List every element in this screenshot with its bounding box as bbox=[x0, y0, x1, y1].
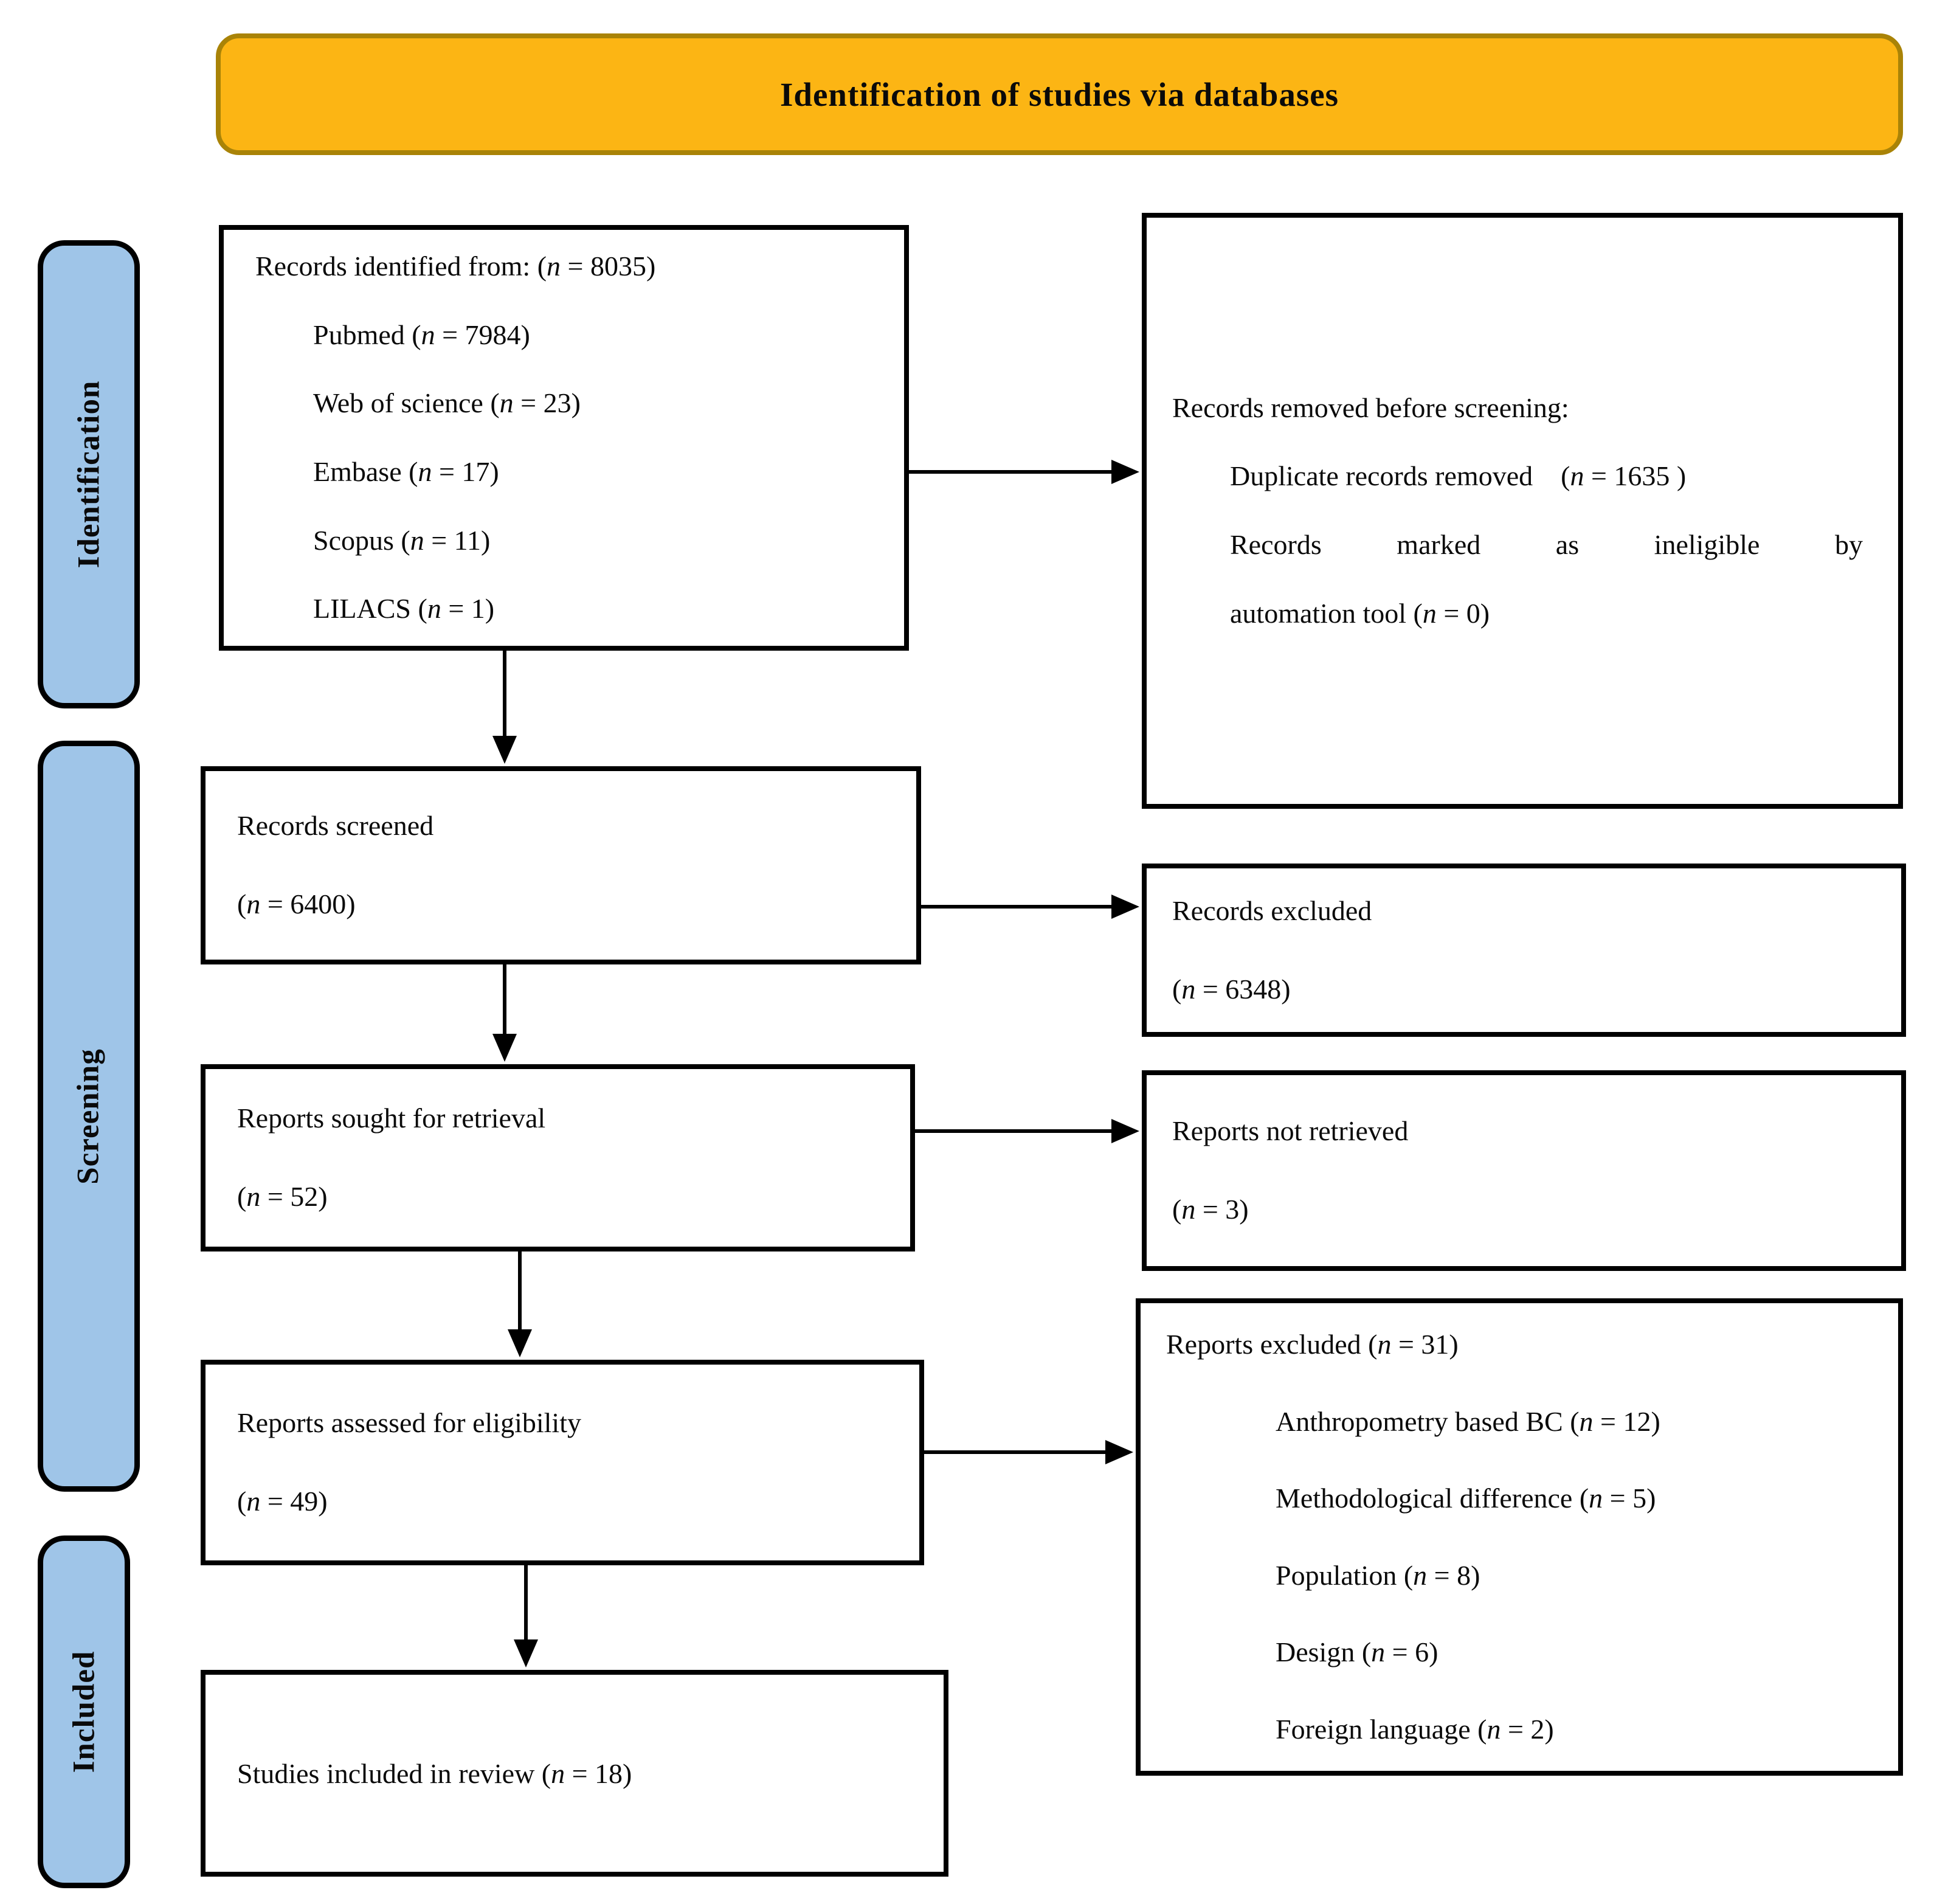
arrow-screened-to-sought bbox=[492, 964, 517, 1062]
stage-identification-label: Identification bbox=[72, 380, 106, 569]
duplicate-records-removed: Duplicate records removed (n = 1635 ) bbox=[1230, 460, 1687, 492]
box-records-removed-before-screening: Records removed before screening: Duplic… bbox=[1142, 213, 1903, 809]
box-reports-excluded: Reports excluded (n = 31) Anthropometry … bbox=[1136, 1298, 1903, 1776]
reports-sought-count: (n = 52) bbox=[237, 1181, 328, 1212]
records-screened-label: Records screened bbox=[237, 810, 434, 842]
arrow-shaft bbox=[503, 964, 506, 1036]
source-lilacs: LILACS (n = 1) bbox=[313, 593, 495, 625]
arrow-sought-to-assessed bbox=[508, 1251, 532, 1357]
source-web-of-science: Web of science (n = 23) bbox=[313, 387, 581, 419]
records-marked-ineligible-line1: Records marked as ineligible by bbox=[1230, 529, 1863, 560]
reports-not-retrieved-count: (n = 3) bbox=[1172, 1194, 1249, 1225]
box-records-screened: Records screened (n = 6400) bbox=[201, 766, 921, 964]
source-embase: Embase (n = 17) bbox=[313, 456, 499, 487]
arrow-head-right-icon bbox=[1105, 1440, 1133, 1464]
arrow-head-down-icon bbox=[492, 1034, 517, 1062]
arrow-shaft bbox=[924, 1450, 1108, 1454]
box-reports-sought: Reports sought for retrieval (n = 52) bbox=[201, 1064, 915, 1251]
stage-screening-label: Screening bbox=[72, 1048, 106, 1185]
arrow-head-right-icon bbox=[1111, 460, 1139, 484]
banner-title: Identification of studies via databases bbox=[779, 75, 1339, 113]
arrow-shaft bbox=[915, 1129, 1114, 1133]
arrow-shaft bbox=[909, 470, 1114, 474]
reports-assessed-label: Reports assessed for eligibility bbox=[237, 1407, 581, 1439]
records-excluded-count: (n = 6348) bbox=[1172, 973, 1291, 1005]
arrow-head-down-icon bbox=[514, 1639, 538, 1667]
reports-sought-label: Reports sought for retrieval bbox=[237, 1103, 546, 1134]
stage-identification: Identification bbox=[38, 240, 140, 708]
studies-included-label: Studies included in review (n = 18) bbox=[237, 1757, 632, 1789]
stage-screening: Screening bbox=[38, 741, 140, 1492]
box-records-identified: Records identified from: (n = 8035) Pubm… bbox=[219, 225, 909, 651]
arrow-identified-to-screened bbox=[492, 651, 517, 764]
arrow-screened-to-excluded bbox=[921, 895, 1139, 919]
arrow-assessed-to-included bbox=[514, 1565, 538, 1667]
reason-foreign-language: Foreign language (n = 2) bbox=[1276, 1713, 1554, 1745]
arrow-shaft bbox=[518, 1251, 522, 1332]
records-marked-ineligible-line2: automation tool (n = 0) bbox=[1230, 597, 1490, 629]
arrow-head-right-icon bbox=[1111, 1119, 1139, 1143]
stage-included-label: Included bbox=[67, 1650, 101, 1773]
banner-identification-of-studies: Identification of studies via databases bbox=[216, 33, 1903, 155]
source-scopus: Scopus (n = 11) bbox=[313, 524, 491, 556]
arrow-identified-to-removed bbox=[909, 460, 1139, 484]
arrow-shaft bbox=[524, 1565, 528, 1642]
reason-design: Design (n = 6) bbox=[1276, 1636, 1438, 1667]
reason-population: Population (n = 8) bbox=[1276, 1559, 1480, 1591]
arrow-assessed-to-reports-excluded bbox=[924, 1440, 1133, 1464]
source-pubmed: Pubmed (n = 7984) bbox=[313, 319, 530, 350]
arrow-sought-to-not-retrieved bbox=[915, 1119, 1139, 1143]
reason-methodological: Methodological difference (n = 5) bbox=[1276, 1483, 1656, 1514]
arrow-head-down-icon bbox=[508, 1329, 532, 1357]
reports-assessed-count: (n = 49) bbox=[237, 1486, 328, 1517]
box-studies-included: Studies included in review (n = 18) bbox=[201, 1670, 948, 1877]
box-records-excluded: Records excluded (n = 6348) bbox=[1142, 864, 1906, 1037]
stage-included: Included bbox=[38, 1535, 130, 1888]
arrow-head-right-icon bbox=[1111, 895, 1139, 919]
box-reports-assessed: Reports assessed for eligibility (n = 49… bbox=[201, 1360, 924, 1565]
records-screened-count: (n = 6400) bbox=[237, 888, 356, 919]
records-excluded-label: Records excluded bbox=[1172, 895, 1372, 926]
box-reports-not-retrieved: Reports not retrieved (n = 3) bbox=[1142, 1070, 1906, 1271]
arrow-shaft bbox=[503, 651, 506, 738]
arrow-head-down-icon bbox=[492, 736, 517, 764]
arrow-shaft bbox=[921, 905, 1114, 909]
reports-not-retrieved-label: Reports not retrieved bbox=[1172, 1115, 1409, 1147]
records-removed-title: Records removed before screening: bbox=[1172, 392, 1569, 423]
reports-excluded-title: Reports excluded (n = 31) bbox=[1166, 1329, 1459, 1360]
reason-anthropometry: Anthropometry based BC (n = 12) bbox=[1276, 1405, 1660, 1437]
records-identified-title: Records identified from: (n = 8035) bbox=[255, 250, 656, 282]
